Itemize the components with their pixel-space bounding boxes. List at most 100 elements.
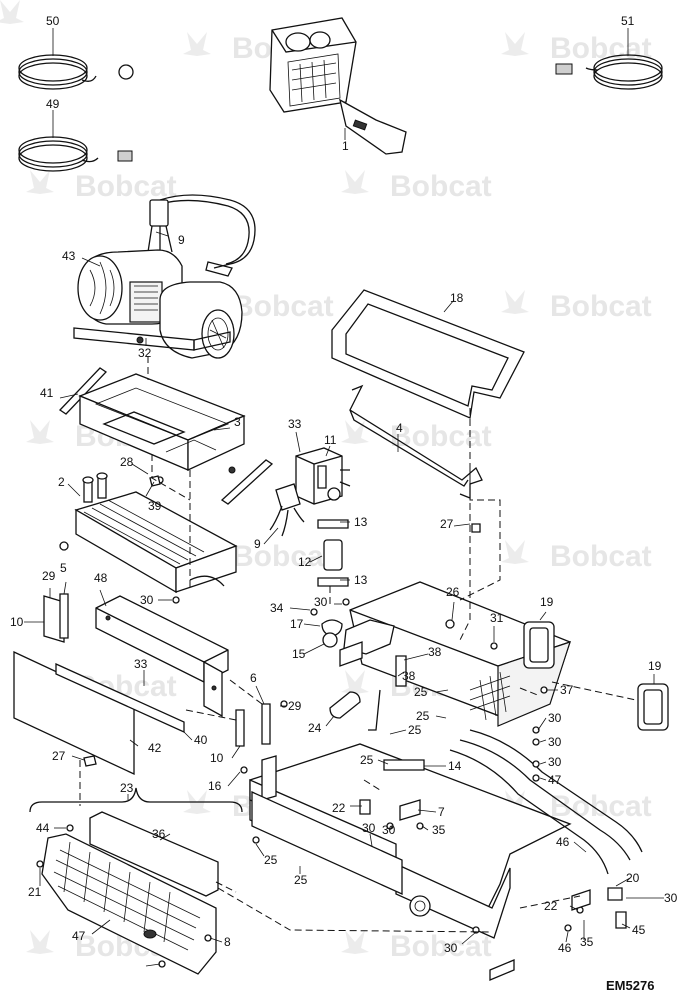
- callout-48: 48: [94, 571, 108, 585]
- callout-9: 9: [254, 537, 261, 551]
- bracket-23: [29, 787, 243, 813]
- watermark-text: Bobcat: [75, 170, 177, 203]
- callout-30: 30: [548, 755, 562, 769]
- callout-34: 34: [270, 601, 284, 615]
- callout-30: 30: [314, 595, 328, 609]
- callout-30: 30: [548, 711, 562, 725]
- callout-16: 16: [208, 779, 222, 793]
- seal-coil-50: [18, 28, 134, 90]
- vent-panel-44: [89, 811, 219, 897]
- callout-22: 45: [632, 923, 646, 937]
- seal-ring-19-lower: [637, 683, 669, 731]
- watermark-text: Bobcat: [550, 540, 652, 573]
- heater-core-2: [59, 472, 238, 594]
- bracket-48: [95, 595, 229, 718]
- callout-31: 31: [490, 611, 504, 625]
- callout-41: 41: [40, 386, 54, 400]
- callout-37: 37: [560, 683, 574, 697]
- callout-32: 32: [138, 346, 152, 360]
- figure-code: EM5276: [606, 978, 654, 993]
- hardware-fasteners: [36, 475, 627, 968]
- callout-12: 12: [298, 555, 312, 569]
- callout-6: 6: [250, 671, 257, 685]
- panel-21: [251, 790, 403, 896]
- grille-panel-45: [41, 833, 217, 975]
- callout-36: 30: [362, 821, 376, 835]
- actuator-11: [295, 447, 351, 505]
- callout-30: 30: [140, 593, 154, 607]
- hvac-assembly-overview: [269, 17, 407, 155]
- watermark-text: Bobcat: [550, 290, 652, 323]
- callout-47: 44: [36, 821, 50, 835]
- callout-38: 38: [428, 645, 442, 659]
- watermark-text: Bobcat: [390, 170, 492, 203]
- seal-strip-41: [58, 367, 274, 505]
- callout-30: 22: [544, 899, 558, 913]
- callout-26: 26: [446, 585, 460, 599]
- callout-45: 47: [72, 929, 86, 943]
- callout-29: 29: [42, 569, 56, 583]
- callout-19: 19: [540, 595, 554, 609]
- blower-motor-assembly: [73, 249, 243, 359]
- leader-lines: [24, 231, 664, 967]
- callout-44: 36: [152, 827, 166, 841]
- watermark-text: Bobcat: [390, 930, 492, 963]
- callout-2: 2: [58, 475, 65, 489]
- callout-3: 3: [234, 415, 241, 429]
- callout-22: 22: [332, 801, 346, 815]
- callout-35: 30: [444, 941, 458, 955]
- hose-12: [317, 519, 349, 587]
- callout-20: 30: [664, 891, 678, 905]
- callout-4: 4: [396, 421, 403, 435]
- callout-33: 33: [288, 417, 302, 431]
- seal-coil-51: [555, 28, 663, 90]
- seal-coil-49: [18, 110, 133, 172]
- callout-17: 17: [290, 617, 304, 631]
- harness-9-lower: [269, 483, 305, 537]
- callout-30: 30: [548, 735, 562, 749]
- callout-33: 33: [134, 657, 148, 671]
- callout-38: 38: [402, 669, 416, 683]
- callout-8: 35: [580, 935, 594, 949]
- callout-30: 47: [548, 773, 562, 787]
- callout-30: 30: [382, 823, 396, 837]
- callout-24: 24: [308, 721, 322, 735]
- callout-46: 21: [28, 885, 42, 899]
- callout-40: 40: [194, 733, 208, 747]
- callout-9: 9: [178, 233, 185, 247]
- callout-51: 51: [621, 14, 635, 28]
- callout-11: 11: [324, 433, 337, 447]
- callout-39: 39: [148, 499, 162, 513]
- callout-1: 1: [342, 139, 349, 153]
- seal-ring-19-upper: [523, 621, 555, 669]
- watermark-text: Bobcat: [232, 290, 334, 323]
- watermark-text: Bobcat: [390, 420, 492, 453]
- callout-18: 18: [450, 291, 464, 305]
- air-duct-tubes: [449, 729, 643, 875]
- callout-21: 25: [294, 873, 308, 887]
- callout-19: 19: [648, 659, 662, 673]
- callout-15: 15: [292, 647, 306, 661]
- callout-47: 8: [224, 935, 231, 949]
- callout-25: 46: [556, 835, 570, 849]
- callout-28: 28: [120, 455, 134, 469]
- mounting-frame-3: [78, 373, 246, 474]
- callout-30: 35: [432, 823, 446, 837]
- callout-10: 10: [10, 615, 24, 629]
- callout-13: 13: [354, 573, 368, 587]
- side-bracket-5: [43, 593, 69, 643]
- callout-5: 5: [60, 561, 67, 575]
- callout-13: 13: [354, 515, 368, 529]
- callout-43: 43: [62, 249, 76, 263]
- callout-10: 10: [210, 751, 224, 765]
- callout-labels: 50 51 49 1 9 43 32 18 41 3 4 33 11 2 28 …: [10, 14, 678, 955]
- callout-27: 27: [440, 517, 454, 531]
- callout-50: 50: [46, 14, 60, 28]
- callout-25: 25: [416, 709, 430, 723]
- cabin-filter-18: [331, 289, 525, 419]
- watermark-text: Bobcat: [550, 790, 652, 823]
- callout-35: 25: [264, 853, 278, 867]
- callout-25: 25: [408, 723, 422, 737]
